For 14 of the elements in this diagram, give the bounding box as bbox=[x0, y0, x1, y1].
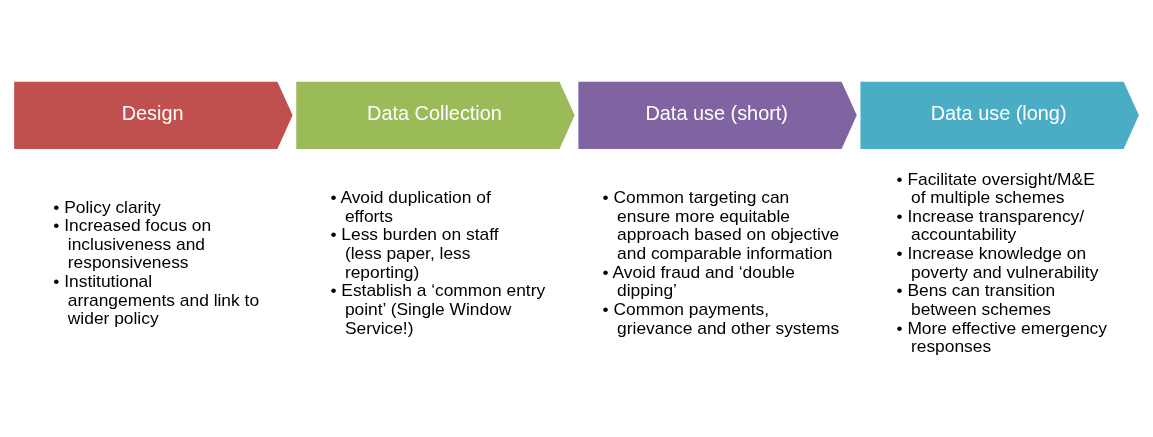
node-label: • Policy clarity bbox=[53, 196, 161, 217]
node-label: • Avoid fraud and ‘double dipping’ bbox=[602, 261, 795, 301]
node-label: • Bens can transition between schemes bbox=[896, 280, 1056, 320]
node-label: • Institutional arrangements and link to wider policy bbox=[53, 271, 260, 329]
node-label: • Avoid duplication of efforts bbox=[330, 187, 491, 226]
node-label: • Increase transparency/ accountability bbox=[896, 205, 1085, 245]
node-label: • Less burden on staff (less paper, less reporting) bbox=[330, 224, 499, 282]
node-label: • Common targeting can ensure more equitable approach based on objective and comparable information bbox=[602, 187, 840, 264]
node-label: • Establish a ‘common entry point’ (Single Window Service!) bbox=[330, 280, 546, 338]
node-label: • Common payments, grievance and other systems bbox=[602, 299, 840, 338]
node-label: • Increase knowledge on poverty and vulnerability bbox=[896, 243, 1099, 282]
node-label: • Facilitate oversight/M&E of multiple schemes bbox=[896, 168, 1095, 208]
node-label: • Increased focus on inclusiveness and responsiveness bbox=[53, 215, 212, 273]
node-label: • More effective emergency responses bbox=[896, 317, 1107, 357]
